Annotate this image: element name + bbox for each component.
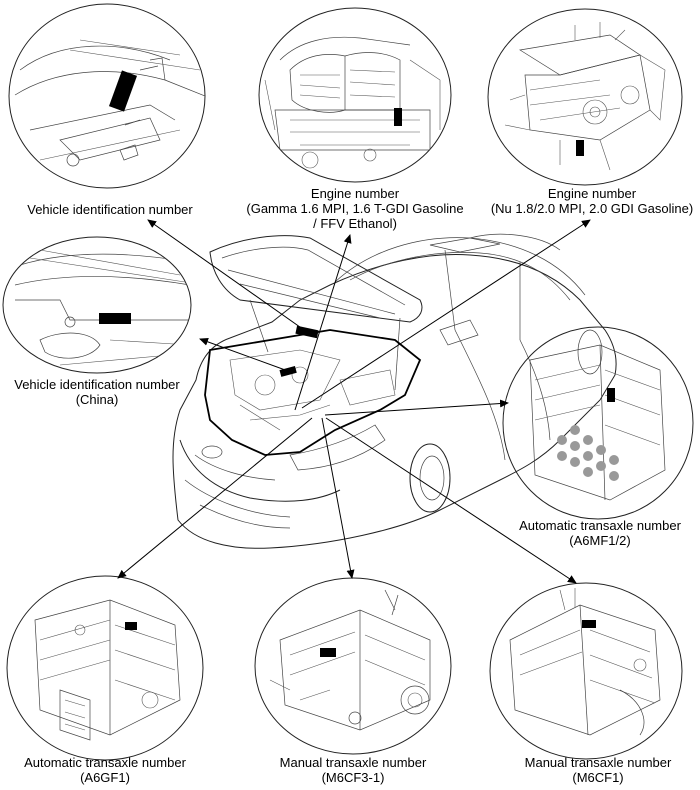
engine-gamma-callout xyxy=(258,7,452,183)
vin-callout xyxy=(8,3,206,189)
manual-m6cf1-callout xyxy=(489,582,683,760)
label-engine-gamma: Engine number (Gamma 1.6 MPI, 1.6 T-GDI … xyxy=(246,186,464,231)
leader-lines xyxy=(117,219,591,584)
auto-a6mf-callout xyxy=(502,326,694,520)
label-manual-m6cf1: Manual transaxle number (M6CF1) xyxy=(524,755,672,785)
arrow-to-engine-nu xyxy=(301,219,591,409)
manual-m6cf3-callout xyxy=(254,577,452,755)
label-engine-nu: Engine number (Nu 1.8/2.0 MPI, 2.0 GDI G… xyxy=(490,186,694,216)
arrow-to-manual-m6cf3 xyxy=(321,417,355,579)
arrow-to-vin-china xyxy=(199,337,289,372)
arrow-to-vin xyxy=(147,219,308,333)
arrow-to-auto-a6gf xyxy=(117,417,313,579)
vin-china-callout xyxy=(2,236,192,374)
label-manual-m6cf3: Manual transaxle number (M6CF3-1) xyxy=(279,755,427,785)
auto-a6gf-callout xyxy=(6,575,204,761)
label-vin: Vehicle identification number xyxy=(27,202,193,217)
label-auto-a6gf: Automatic transaxle number (A6GF1) xyxy=(24,755,186,785)
arrow-to-auto-a6mf xyxy=(324,399,509,416)
engine-nu-callout xyxy=(487,8,683,186)
label-auto-a6mf: Automatic transaxle number (A6MF1/2) xyxy=(519,518,681,548)
arrow-to-manual-m6cf1 xyxy=(325,417,577,584)
car-illustration xyxy=(172,233,617,549)
label-vin-china: Vehicle identification number (China) xyxy=(14,377,180,407)
arrow-to-engine-gamma xyxy=(294,234,352,411)
